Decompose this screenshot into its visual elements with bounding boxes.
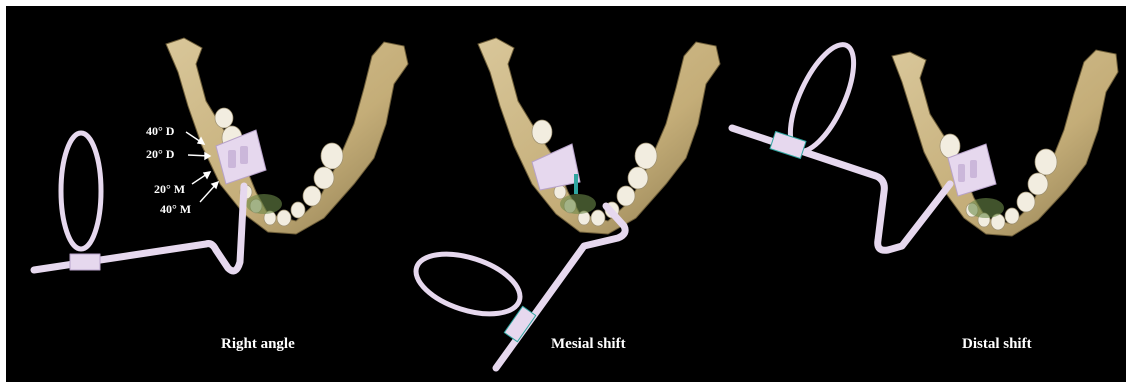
figure-stage: 40° D 20° D 20° M 40° M Right angle Mesi… [6,6,1126,382]
panel-mesial-shift [409,38,720,368]
angle-label-40-mesial: 40° M [160,203,191,215]
angle-label-20-distal: 20° D [146,148,174,160]
caption-mesial-shift: Mesial shift [551,336,626,353]
caption-distal-shift: Distal shift [962,336,1032,353]
caption-right-angle: Right angle [221,336,295,353]
mandible-image [478,38,720,234]
mandible-image [166,38,408,234]
panel-right-angle [34,38,408,271]
angle-label-20-mesial: 20° M [154,183,185,195]
panel-distal-shift [732,36,1118,250]
angle-label-40-distal: 40° D [146,125,174,137]
mandible-image [892,50,1118,236]
